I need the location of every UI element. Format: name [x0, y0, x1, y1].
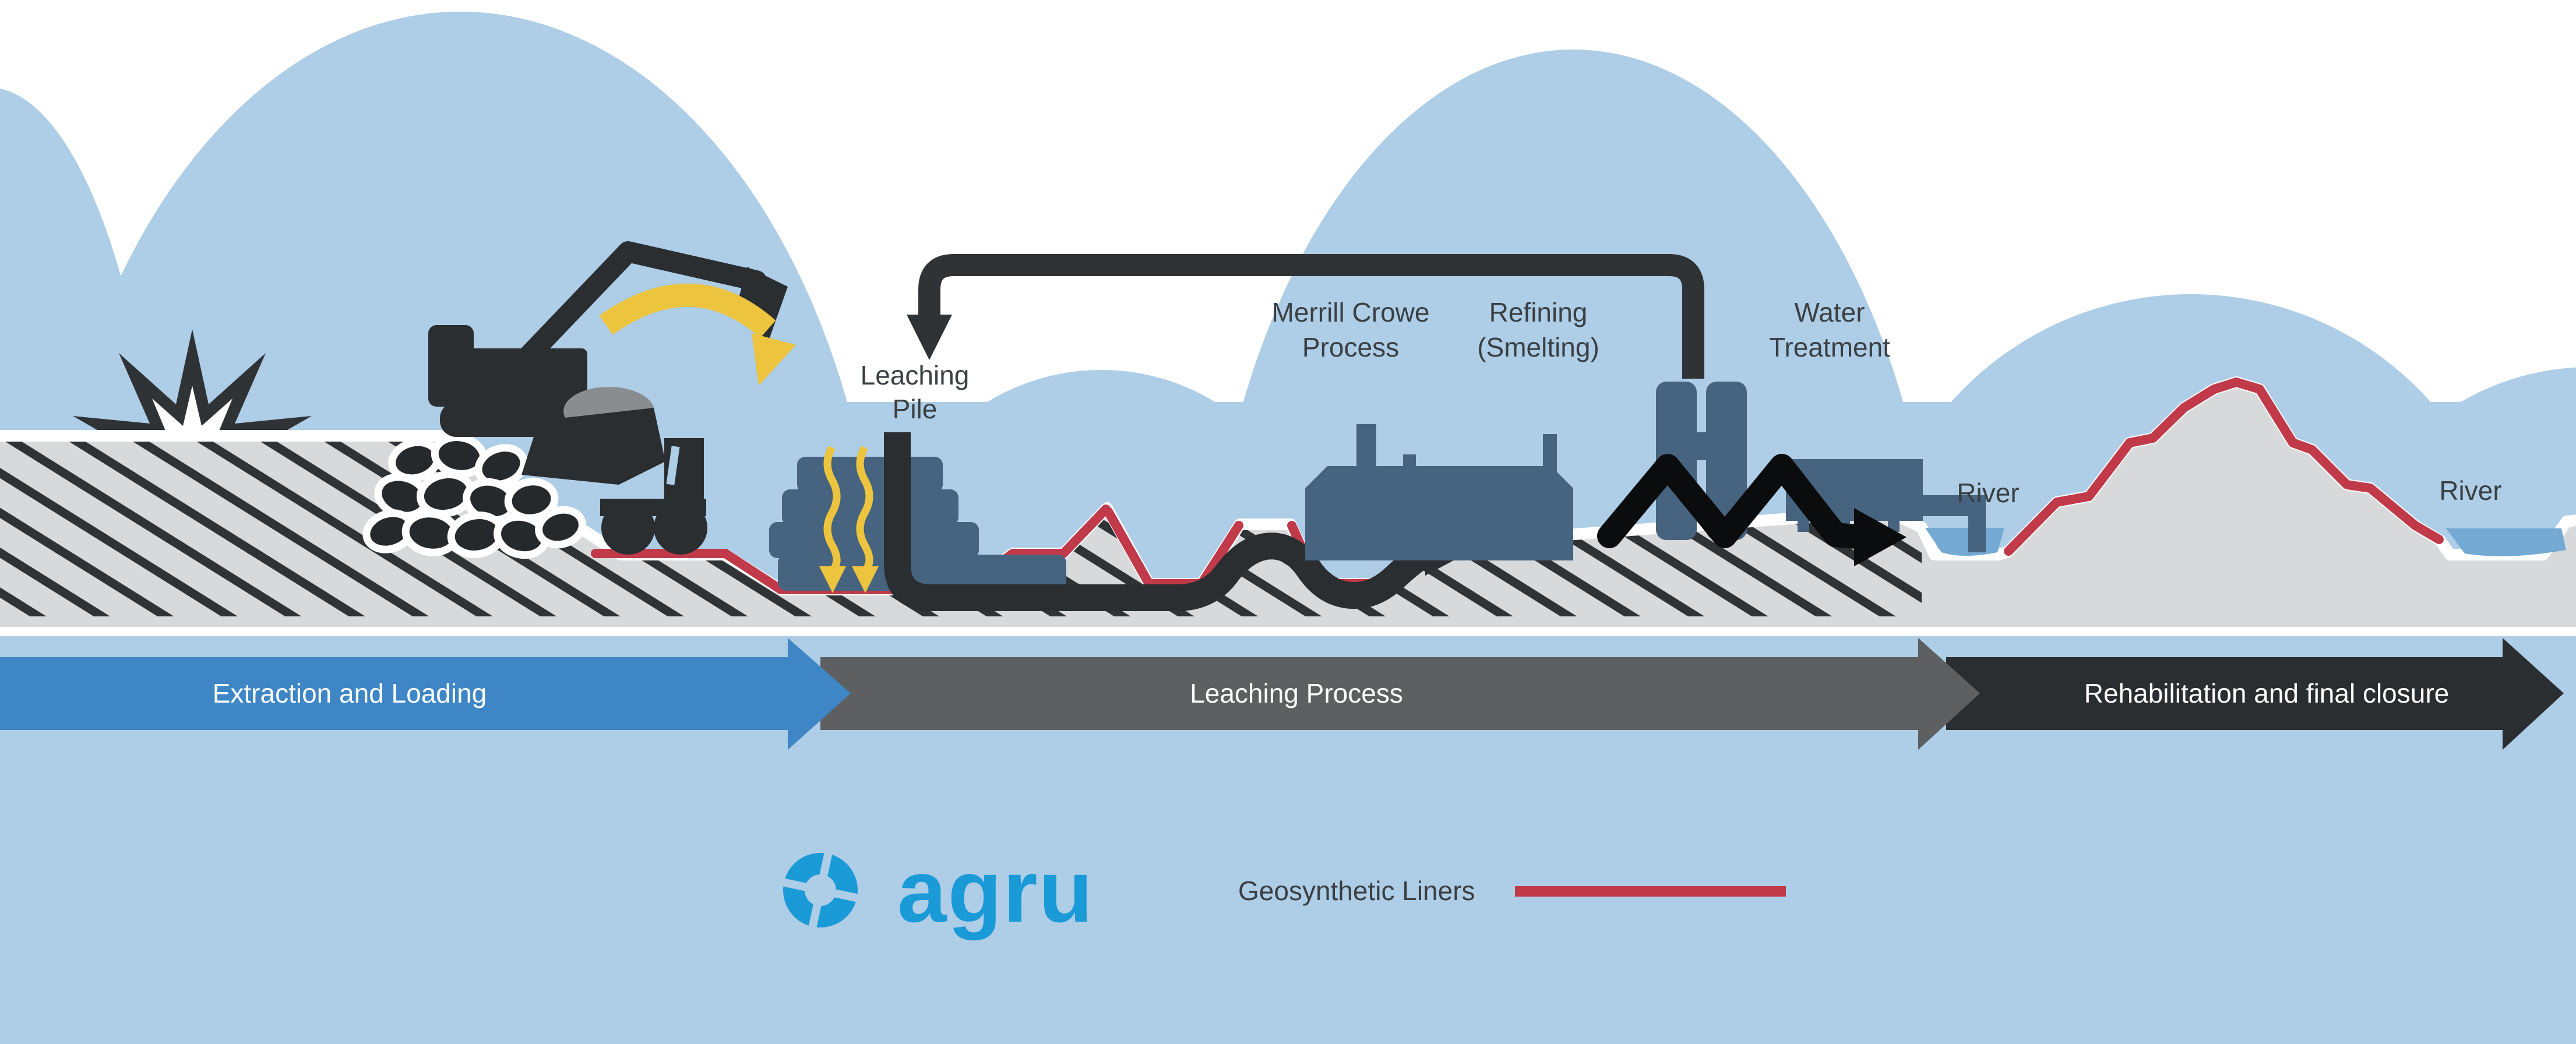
percolation-squiggle-2: [856, 445, 873, 574]
treated-water-zigzag: [1597, 454, 1874, 549]
separator-strip: [0, 627, 2576, 636]
agru-ring-slit-h: [774, 876, 867, 904]
stage-arrow-leaching: [820, 638, 1980, 750]
liner-legend-label: Geosynthetic Liners: [1238, 876, 1475, 906]
dump-truck: [521, 387, 707, 555]
stage-1-body: [0, 657, 788, 730]
truck-wheel-front: [654, 501, 707, 555]
recirculation-loop: [907, 254, 1704, 379]
truck-window: [666, 446, 680, 485]
stage-2-body: [820, 657, 1918, 730]
treated-water-arrow: [1597, 454, 1907, 566]
pile-layer-1: [778, 555, 1066, 591]
merrill-crowe-plant: [1305, 424, 1573, 560]
percolation-squiggle-1: [823, 445, 841, 574]
stage-3-label: Rehabilitation and final closure: [2084, 678, 2450, 708]
rock: [535, 506, 586, 549]
refining-label-line2: (Smelting): [1477, 332, 1599, 362]
excavator-boom: [514, 241, 767, 371]
rock: [474, 444, 528, 488]
plant-hall: [1305, 466, 1573, 560]
discharge-pipe: [1923, 495, 1986, 516]
loop-arrowhead: [907, 315, 952, 360]
river-right-water: [2446, 528, 2566, 556]
refining-label-line1: Refining: [1489, 297, 1588, 327]
liner-pond-1: [1104, 507, 1243, 588]
pile-layer-2: [769, 522, 979, 558]
loading-arc-arrowhead: [752, 333, 796, 386]
truck-wheel-rear: [601, 501, 655, 555]
stage-arrow-extraction: [0, 638, 851, 750]
percolation-arrowhead-2: [852, 566, 879, 593]
stage-1-label: Extraction and Loading: [213, 678, 487, 708]
water-treatment-label-line1: Water: [1795, 297, 1865, 327]
treated-water-arrowhead: [1854, 508, 1907, 566]
discharge-outfall: [1968, 516, 1986, 552]
merrill-crowe-label-line2: Process: [1302, 332, 1399, 362]
ore-rock-pile: [362, 433, 586, 559]
stage-2-label: Leaching Process: [1190, 678, 1403, 708]
agru-ring-icon: [774, 844, 867, 937]
loop-pipe: [918, 254, 1704, 379]
water-treatment-label-line2: Treatment: [1769, 332, 1890, 362]
stage-1-arrowhead: [788, 638, 851, 750]
excavator-body: [454, 348, 587, 407]
brand-logo: agru: [774, 842, 1094, 941]
stage-labels: Extraction and Loading Leaching Process …: [213, 678, 2450, 708]
stage-3-arrowhead: [2503, 638, 2564, 750]
leaching-pile-label-line1: Leaching: [861, 360, 970, 390]
loading-arc: [599, 283, 776, 338]
stage-2-arrowhead: [1918, 638, 1980, 750]
solution-pipe-run: [884, 432, 1436, 611]
agru-wordmark: agru: [897, 842, 1094, 941]
stage-3-body: [1946, 657, 2503, 730]
river-left-label: River: [1957, 478, 2019, 508]
liner-legend: Geosynthetic Liners: [1238, 876, 1786, 906]
process-labels: Leaching Pile Merrill Crowe Process Refi…: [861, 297, 2502, 508]
liner-rehabilitated-mountain: [2004, 378, 2444, 556]
leaching-pile-label-line2: Pile: [893, 394, 938, 424]
clarifier-leg-1: [1798, 520, 1809, 532]
percolation-arrows: [819, 445, 879, 593]
percolation-arrowhead-1: [819, 566, 846, 593]
tower-bridge: [1689, 432, 1714, 460]
liner-legend-swatch: [1515, 886, 1786, 897]
river-right-label: River: [2439, 475, 2501, 506]
merrill-crowe-label-line1: Merrill Crowe: [1272, 297, 1430, 327]
loading-arc-arrow: [599, 283, 796, 386]
stage-arrow-rehabilitation: [1946, 638, 2564, 750]
excavator-cab: [428, 325, 474, 407]
tower-2: [1706, 382, 1747, 540]
truck-bed: [521, 408, 665, 485]
